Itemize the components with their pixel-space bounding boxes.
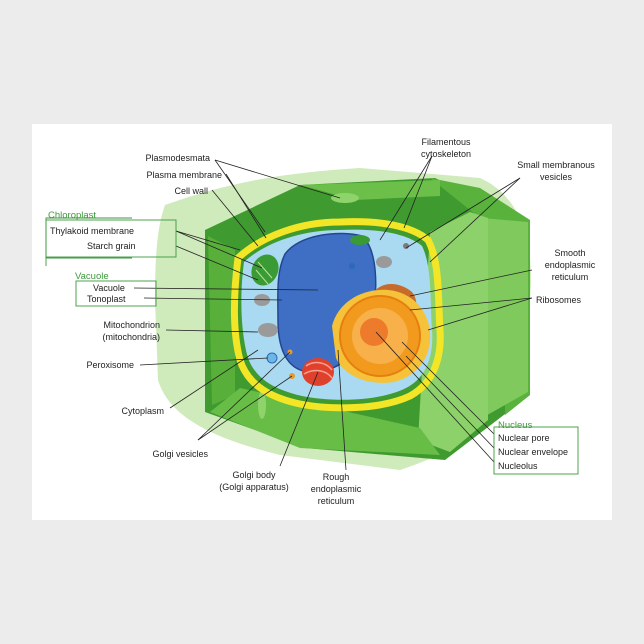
label-nuclear-envelope: Nuclear envelope xyxy=(498,447,568,457)
vacuole-box xyxy=(75,280,157,307)
label-golgi-vesicles: Golgi vesicles xyxy=(152,449,208,459)
group-vacuole: Vacuole xyxy=(75,271,109,282)
plasmodesma-pore xyxy=(331,193,359,203)
label-filamentous: Filamentous xyxy=(421,137,471,147)
nucleus-box xyxy=(493,426,579,475)
label-nucleolus: Nucleolus xyxy=(498,461,538,471)
label-smooth-er-3: reticulum xyxy=(552,272,589,282)
label-golgi-apparatus: (Golgi apparatus) xyxy=(219,482,289,492)
label-vacuole: Vacuole xyxy=(93,283,125,293)
label-golgi-body: Golgi body xyxy=(232,470,276,480)
label-rough-er-3: reticulum xyxy=(318,496,355,506)
label-rough-er-1: Rough xyxy=(323,472,350,482)
label-vesicles: vesicles xyxy=(540,172,573,182)
label-cell-wall: Cell wall xyxy=(174,186,208,196)
group-nucleus: Nucleus xyxy=(498,420,533,431)
label-ribosomes: Ribosomes xyxy=(536,295,582,305)
small-vesicle xyxy=(403,243,409,249)
plasmodesma-pore xyxy=(258,391,266,419)
mitochondrion xyxy=(258,323,278,337)
leader-lines xyxy=(133,155,533,471)
label-smooth-er-1: Smooth xyxy=(554,248,585,258)
label-plasma-membrane: Plasma membrane xyxy=(146,170,222,180)
label-smooth-er-2: endoplasmic xyxy=(545,260,596,270)
nucleolus-organelle xyxy=(360,318,388,346)
mitochondrion xyxy=(376,256,392,268)
group-chloroplast: Chloroplast xyxy=(48,210,96,221)
label-small-membranous: Small membranous xyxy=(517,160,595,170)
label-thylakoid-membrane: Thylakoid membrane xyxy=(50,226,134,236)
small-vesicle xyxy=(349,263,355,269)
label-rough-er-2: endoplasmic xyxy=(311,484,362,494)
label-mitochondrion: Mitochondrion xyxy=(103,320,160,330)
label-cytoplasm: Cytoplasm xyxy=(121,406,164,416)
label-tonoplast: Tonoplast xyxy=(87,294,126,304)
label-nuclear-pore: Nuclear pore xyxy=(498,433,550,443)
label-starch-grain: Starch grain xyxy=(87,241,136,251)
label-mitochondria: (mitochondria) xyxy=(102,332,160,342)
label-peroxisome: Peroxisome xyxy=(86,360,134,370)
plasma-membrane xyxy=(231,218,444,412)
label-plasmodesmata: Plasmodesmata xyxy=(145,153,210,163)
peroxisome xyxy=(266,352,278,364)
chloroplast-organelle xyxy=(251,254,279,286)
chloroplast-box xyxy=(45,219,177,258)
chloroplast-organelle xyxy=(350,235,370,245)
label-cytoskeleton: cytoskeleton xyxy=(421,149,471,159)
